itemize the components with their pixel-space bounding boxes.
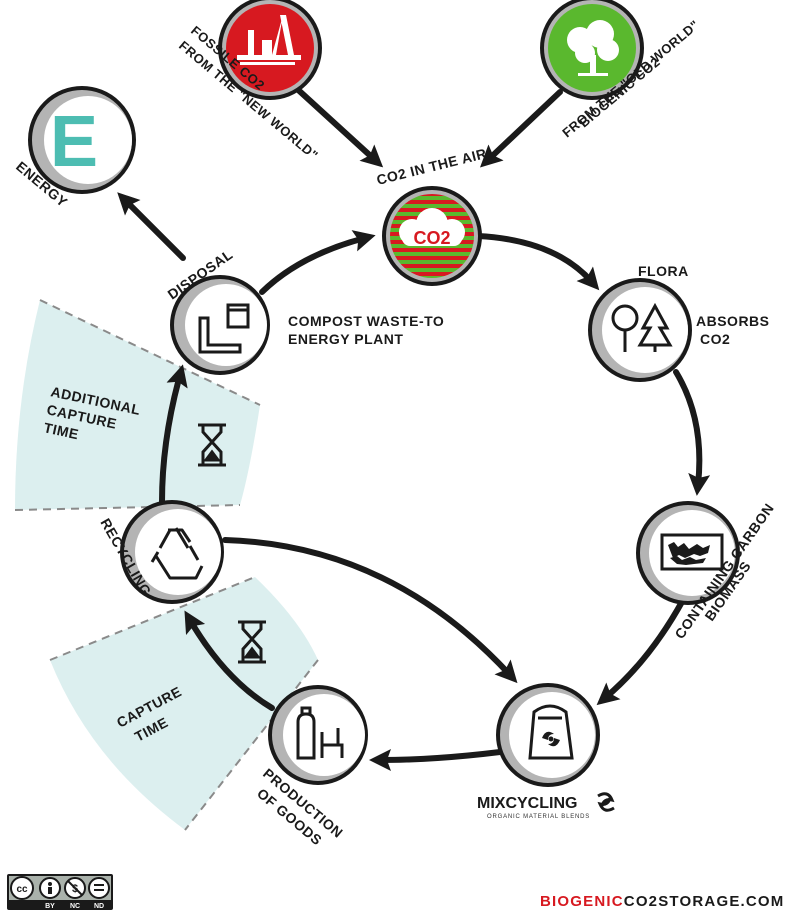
arrow-biogenic-to-air bbox=[480, 89, 563, 168]
additional-capture-zone bbox=[14, 299, 261, 511]
mixcycling-logo-icon bbox=[597, 792, 615, 812]
arrow-recycling-to-disposal bbox=[159, 364, 188, 505]
site-link[interactable]: BIOGENICCO2STORAGE.COM bbox=[540, 893, 785, 910]
arrow-recycling-to-mixcycling bbox=[222, 537, 518, 684]
mixcycling-logo-text: MIXCYCLING bbox=[477, 795, 577, 812]
recycle-icon bbox=[150, 527, 204, 580]
compost-plant-icon bbox=[198, 303, 250, 354]
arrow-flora-to-biomass bbox=[673, 369, 711, 496]
biomass-node: BIOMASS CONTAINING CARBON bbox=[636, 500, 777, 642]
arrow-disposal-to-energy bbox=[117, 192, 186, 261]
nd-icon bbox=[88, 877, 110, 899]
energy-letter-icon: E bbox=[50, 102, 98, 182]
goods-icon bbox=[296, 706, 344, 760]
cloud-icon bbox=[399, 208, 465, 246]
arrow-mixcycling-to-production bbox=[369, 748, 503, 771]
production-node: PRODUCTION OF GOODS bbox=[254, 685, 368, 848]
flora-caption-line1: ABSORBS bbox=[696, 313, 770, 329]
tree-icon bbox=[567, 20, 619, 76]
disposal-node: DISPOSAL COMPOST WASTE-TO ENERGY PLANT bbox=[165, 246, 444, 375]
svg-text:cc: cc bbox=[16, 884, 28, 895]
mixcycling-node: MIXCYCLING ORGANIC MATERIAL BLENDS bbox=[477, 683, 615, 820]
oil-rig-icon bbox=[237, 15, 301, 65]
recycling-node: RECYCLING bbox=[97, 500, 224, 604]
mixcycling-tagline: ORGANIC MATERIAL BLENDS bbox=[487, 814, 590, 820]
biomass-icon bbox=[660, 533, 724, 571]
co2-badge: CO2 bbox=[413, 228, 450, 248]
cc-icon bbox=[10, 876, 34, 900]
energy-node: E ENERGY bbox=[13, 86, 136, 210]
biogenic-co2-node: BIOGENIC CO2 FROM THE "OLD WORLD" bbox=[540, 0, 702, 140]
cycle-arrows bbox=[117, 84, 711, 771]
arrow-disposal-to-air bbox=[259, 230, 376, 295]
hourglass-icon bbox=[238, 620, 266, 664]
cc-badge-nc: NC bbox=[70, 903, 80, 910]
flora-caption-line2: CO2 bbox=[700, 331, 730, 347]
cc-badge-nd: ND bbox=[94, 903, 104, 910]
disposal-caption-line2: ENERGY PLANT bbox=[288, 331, 403, 347]
sack-icon bbox=[528, 704, 574, 760]
arrow-fossile-to-air bbox=[292, 84, 384, 168]
air-label: CO2 IN THE AIR bbox=[375, 145, 489, 188]
hourglass-icon bbox=[198, 423, 226, 467]
trees-icon bbox=[611, 302, 673, 352]
arrow-production-to-recycling bbox=[184, 610, 275, 711]
arrow-air-to-flora bbox=[475, 233, 600, 291]
flora-node: FLORA ABSORBS CO2 bbox=[588, 263, 770, 382]
cc-license-badge[interactable]: cc $ BY NC ND bbox=[7, 874, 113, 910]
mixcycling-swirl-icon bbox=[542, 731, 560, 747]
site-link-part2: CO2STORAGE.COM bbox=[624, 893, 785, 910]
site-link-part1: BIOGENIC bbox=[540, 893, 624, 910]
flora-label: FLORA bbox=[638, 263, 689, 279]
cc-badge-by: BY bbox=[45, 903, 55, 910]
fossile-co2-node: FOSSILE CO2 FROM THE "NEW WORLD" bbox=[176, 0, 322, 163]
co2-in-the-air-node: CO2 CO2 IN THE AIR bbox=[375, 145, 489, 286]
additional-capture-label-line3: TIME bbox=[42, 419, 80, 442]
arrow-biomass-to-mixcycling bbox=[596, 597, 686, 706]
disposal-caption-line1: COMPOST WASTE-TO bbox=[288, 313, 444, 329]
